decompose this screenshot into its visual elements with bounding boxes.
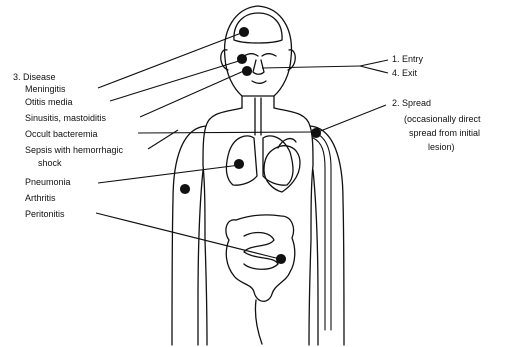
dot-sinusitis — [243, 67, 252, 76]
dot-peritonitis — [277, 255, 286, 264]
arm-left-outline — [172, 126, 206, 345]
line-occult-bacteremia — [138, 132, 316, 133]
label-disease: 3. Disease — [13, 72, 56, 83]
label-spread: 2. Spread — [392, 98, 431, 109]
arm-left-inner — [198, 170, 203, 345]
arm-vessel-inner — [313, 138, 325, 330]
dot-arthritis — [181, 185, 190, 194]
line-entry-exit — [262, 66, 360, 68]
line-entry — [360, 60, 388, 66]
label-shock: shock — [38, 158, 62, 169]
line-meningitis — [98, 32, 244, 88]
trachea — [255, 98, 261, 135]
rectum — [255, 300, 262, 344]
label-arthritis: Arthritis — [25, 193, 56, 204]
label-spread-note-3: lesion) — [428, 142, 455, 153]
label-sepsis: Sepsis with hemorrhagic — [25, 145, 123, 156]
eyes — [244, 54, 276, 56]
dot-pneumonia — [235, 160, 244, 169]
label-peritonitis: Peritonitis — [25, 209, 65, 220]
label-spread-note-2: spread from initial — [409, 128, 480, 139]
label-spread-note-1: (occasionally direct — [404, 114, 481, 125]
lung-right — [263, 136, 293, 185]
mouth — [252, 81, 266, 83]
line-pneumonia — [98, 165, 240, 183]
label-occult-bacteremia: Occult bacteremia — [25, 129, 98, 140]
neck-outline — [242, 96, 274, 108]
label-meningitis: Meningitis — [25, 84, 66, 95]
arm-vessel-outer — [313, 132, 331, 330]
nose — [253, 60, 264, 74]
dot-meningitis — [240, 28, 249, 37]
torso-left-outline — [203, 108, 242, 345]
arm-right-inner — [313, 170, 318, 345]
label-entry: 1. Entry — [392, 54, 423, 65]
line-spread — [318, 105, 386, 132]
label-sinusitis: Sinusitis, mastoiditis — [25, 113, 106, 124]
dot-otitis-media — [238, 55, 247, 64]
label-exit: 4. Exit — [392, 68, 417, 79]
label-otitis-media: Otitis media — [25, 97, 73, 108]
arm-right-outline — [310, 126, 344, 345]
label-pneumonia: Pneumonia — [25, 177, 71, 188]
line-peritonitis — [96, 213, 280, 259]
line-exit — [360, 66, 388, 73]
head-outline — [225, 6, 292, 96]
dot-spread — [312, 129, 321, 138]
